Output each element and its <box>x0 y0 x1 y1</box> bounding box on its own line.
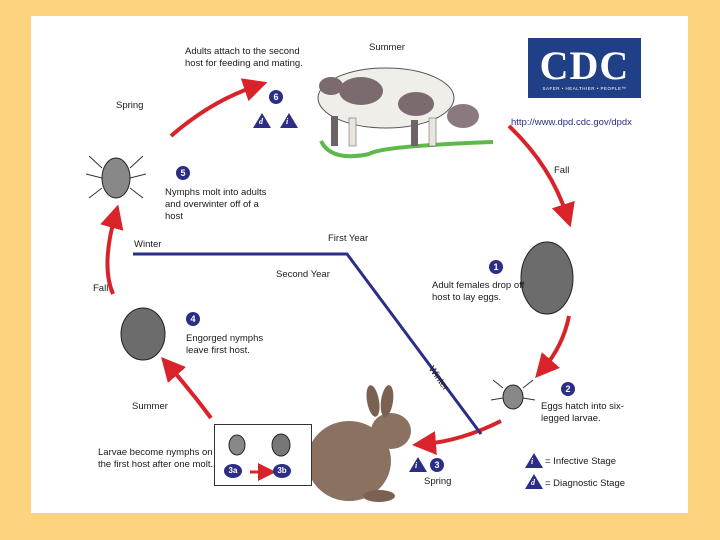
legend-diagnostic-label: = Diagnostic Stage <box>545 478 625 490</box>
cdc-logo: CDC SAFER • HEALTHIER • PEOPLE™ <box>528 38 641 98</box>
second-year-label: Second Year <box>276 269 330 280</box>
arrow-fall-eggs <box>543 316 569 369</box>
larvae-molt-box: 3a 3b <box>214 424 312 486</box>
stage-2-text: Eggs hatch into six-legged larvae. <box>541 401 636 425</box>
stage-1-badge: 1 <box>489 260 503 274</box>
legend-infective-label: = Infective Stage <box>545 456 616 468</box>
diagnostic-stage-6-icon: d <box>253 113 271 128</box>
legend-diagnostic-icon: d <box>525 474 543 489</box>
stage-6-badge: 6 <box>269 90 283 104</box>
stage-6-text: Adults attach to the second host for fee… <box>185 46 310 70</box>
stage-1-text: Adult females drop off host to lay eggs. <box>432 280 527 304</box>
stage-2-badge: 2 <box>561 382 575 396</box>
infective-symbol: i <box>531 457 533 466</box>
cdc-url-link[interactable]: http://www.dpd.cdc.gov/dpdx <box>511 117 632 128</box>
diagnostic-symbol: d <box>259 117 263 126</box>
stage-3-badge: 3 <box>430 458 444 472</box>
infective-symbol: i <box>286 117 288 126</box>
infective-stage-6-icon: i <box>280 113 298 128</box>
season-summer-top: Summer <box>369 42 405 53</box>
larvae-text: Larvae become nymphs on the first host a… <box>98 447 218 471</box>
stage-4-badge: 4 <box>186 312 200 326</box>
arrow-spring-summer <box>171 86 256 136</box>
diagnostic-symbol: d <box>531 478 535 487</box>
season-winter-left: Winter <box>134 239 161 250</box>
season-spring-bottom: Spring <box>424 476 451 487</box>
cdc-logo-text: CDC <box>528 42 641 89</box>
legend-infective-icon: i <box>525 453 543 468</box>
rabbit-illustration <box>307 384 411 502</box>
season-summer-left: Summer <box>132 401 168 412</box>
season-spring-top: Spring <box>116 100 143 111</box>
infective-symbol: i <box>415 461 417 470</box>
stage-3a-badge: 3a <box>224 464 242 478</box>
arrow-fall-spring <box>107 216 115 294</box>
arrow-eggs-rabbit <box>424 421 501 444</box>
arrow-summer-fall-left <box>169 366 211 418</box>
stage-4-text: Engorged nymphs leave first host. <box>186 333 281 357</box>
cow-illustration <box>318 68 493 156</box>
first-year-label: First Year <box>328 233 368 244</box>
stage-3b-badge: 3b <box>273 464 291 478</box>
stage-5-text: Nymphs molt into adults and overwinter o… <box>165 187 270 223</box>
infective-stage-3-icon: i <box>409 457 427 472</box>
slide-frame: CDC SAFER • HEALTHIER • PEOPLE™ http://w… <box>31 16 688 513</box>
season-fall-left: Fall <box>93 283 108 294</box>
cdc-tagline: SAFER • HEALTHIER • PEOPLE™ <box>528 86 641 91</box>
season-fall-right: Fall <box>554 165 569 176</box>
stage-5-badge: 5 <box>176 166 190 180</box>
